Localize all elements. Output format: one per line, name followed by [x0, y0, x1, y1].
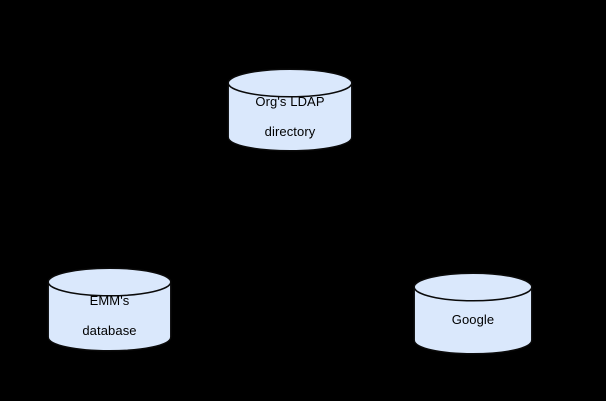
node-emm-database[interactable]: EMM's database — [47, 267, 172, 352]
database-icon — [47, 267, 172, 352]
database-icon — [227, 68, 353, 152]
node-google[interactable]: Google — [413, 272, 533, 355]
database-icon — [413, 272, 533, 355]
node-org-ldap-directory[interactable]: Org's LDAP directory — [227, 68, 353, 152]
